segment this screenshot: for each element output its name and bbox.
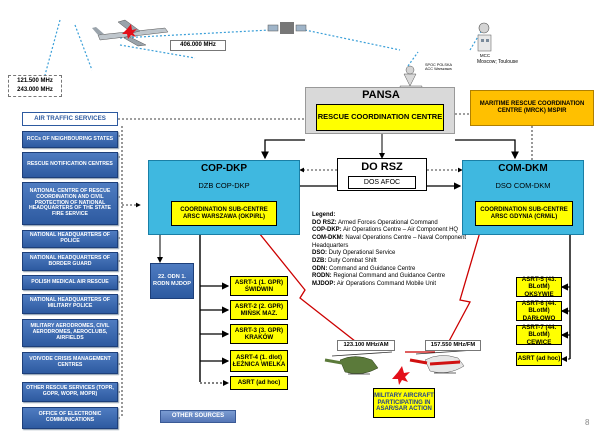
dzb-cop-dkp-label: DZB COP-DKP xyxy=(198,181,250,190)
legend-item: MJDOP: Air Operations Command Mobile Uni… xyxy=(312,281,437,288)
radio-links xyxy=(44,19,486,76)
left-box-medical-air: POLISH MEDICAL AIR RESCUE xyxy=(22,275,118,290)
legend-item: DO RSZ: Armed Forces Operational Command xyxy=(312,219,438,226)
com-dkm-container: COM-DKM DSO COM-DKM COORDINATION SUB-CEN… xyxy=(462,160,584,235)
legend-item: COP-DKP: Air Operations Centre – Air Com… xyxy=(312,227,459,234)
moscow-toulouse-label: Moscow; Toulouse xyxy=(477,59,519,65)
pansa-container: PANSA RESCUE COORDINATION CENTRE xyxy=(305,87,455,134)
left-box-other-rescue: OTHER RESCUE SERVICES (TOPR, GOPR, WOPR,… xyxy=(22,382,118,402)
spoc-label: SPOC POLSKA ACC Warszawa xyxy=(425,63,452,72)
mcc-label: MCC xyxy=(479,53,491,58)
page-number: 8 xyxy=(585,418,590,427)
explosion-icon-ground xyxy=(392,366,410,385)
freq-243: 243.000 MHz xyxy=(17,87,53,93)
air-traffic-services-box: AIR TRAFFIC SERVICES xyxy=(22,112,118,126)
left-box-police: NATIONAL HEADQUARTERS OF POLICE xyxy=(22,230,118,248)
legend-item: ODN: Command and Guidance Centre xyxy=(312,265,416,272)
arsc-warszawa-box: COORDINATION SUB-CENTRE ARSC WARSZAWA (O… xyxy=(171,201,277,226)
asrt-6-box: ASRT-6 (44. BLotM) DARŁOWO xyxy=(516,300,562,322)
other-sources-box: OTHER SOURCES xyxy=(160,410,236,423)
asrt-adhoc-left-box: ASRT (ad hoc) xyxy=(230,376,288,390)
helicopter-icon-rescue xyxy=(409,349,477,374)
satellite-icon xyxy=(267,22,307,34)
legend-item: RODN: Regional Command and Guidance Cent… xyxy=(312,273,446,280)
left-box-voivode: VOIVODE CRISIS MANAGEMENT CENTRES xyxy=(22,352,118,374)
do-rsz-container: DO RSZ DOS AFOC xyxy=(337,158,427,191)
legend-item: COM-DKM: Naval Operations Centre – Naval… xyxy=(312,235,467,249)
asrt-3-box: ASRT-3 (3. GPR) KRAKÓW xyxy=(230,324,288,344)
left-box-fire-service: NATIONAL CENTRE OF RESCUE COORDINATION A… xyxy=(22,182,118,225)
left-box-military-police: NATIONAL HEADQUARTERS OF MILITARY POLICE xyxy=(22,294,118,314)
legend-item: DSO: Duty Operational Service xyxy=(312,250,396,257)
mrcc-box: MARITIME RESCUE COORDINATION CENTRE (MRC… xyxy=(470,90,594,126)
cop-dkp-container: COP-DKP DZB COP-DKP COORDINATION SUB-CEN… xyxy=(148,160,300,235)
military-aircraft-box: MILITARY AIRCRAFT PARTICIPATING IN ASAR/… xyxy=(373,388,435,418)
asrt-2-box: ASRT-2 (2. GPR) MIŃSK MAZ. xyxy=(230,300,288,320)
freq-121: 121.500 MHz xyxy=(17,78,53,84)
asrt-adhoc-right-box: ASRT (ad hoc) xyxy=(516,352,562,366)
left-box-aerodromes: MILITARY AERODROMES, CIVIL AERODROMES, A… xyxy=(22,319,118,347)
freq-123-label: 123.100 MHz/AM xyxy=(337,340,395,351)
explosion-icon xyxy=(122,24,137,39)
odn-box: 22. ODN 1. RODN MJDOP xyxy=(150,263,194,299)
legend-item: DZB: Duty Combat Shift xyxy=(312,258,377,265)
legend-title: Legend: xyxy=(312,212,336,218)
cop-dkp-title: COP-DKP xyxy=(200,163,248,174)
com-dkm-title: COM-DKM xyxy=(498,163,548,174)
left-box-border-guard: NATIONAL HEADQUARTERS OF BORDER GUARD xyxy=(22,252,118,271)
dos-afoc-box: DOS AFOC xyxy=(348,176,416,189)
asrt-4-box: ASRT-4 (1. dlot) ŁEŻNICA WIELKA xyxy=(230,350,288,372)
asrt-1-box: ASRT-1 (1. GPR) ŚWIDWIN xyxy=(230,276,288,296)
mcc-antenna-icon xyxy=(477,22,492,52)
asrt-5-box: ASRT-5 (43. BLotM) OKSYWIE xyxy=(516,276,562,298)
dso-com-dkm-label: DSO COM-DKM xyxy=(495,181,551,190)
freq-157-label: 157.550 MHz/FM xyxy=(425,340,481,351)
helicopter-icon-military xyxy=(324,351,393,375)
freq-121-243-label: 121.500 MHz 243.000 MHz xyxy=(8,75,62,97)
rescue-coordination-centre-box: RESCUE COORDINATION CENTRE xyxy=(316,104,444,131)
left-box-rccs: RCCs OF NEIGHBOURING STATES xyxy=(22,131,118,148)
asrt-7-box: ASRT-7 (44. BLotM) CEWICE xyxy=(516,324,562,346)
freq-406-label: 406.000 MHz xyxy=(170,40,226,51)
left-box-notification: RESCUE NOTIFICATION CENTRES xyxy=(22,152,118,178)
arsc-gdynia-box: COORDINATION SUB-CENTRE ARSC GDYNIA (CRM… xyxy=(475,201,573,226)
left-box-electronic-comm: OFFICE OF ELECTRONIC COMMUNICATIONS xyxy=(22,407,118,429)
pansa-title: PANSA xyxy=(362,89,400,101)
legend: Legend: DO RSZ: Armed Forces Operational… xyxy=(312,212,472,289)
do-rsz-title: DO RSZ xyxy=(361,161,403,173)
